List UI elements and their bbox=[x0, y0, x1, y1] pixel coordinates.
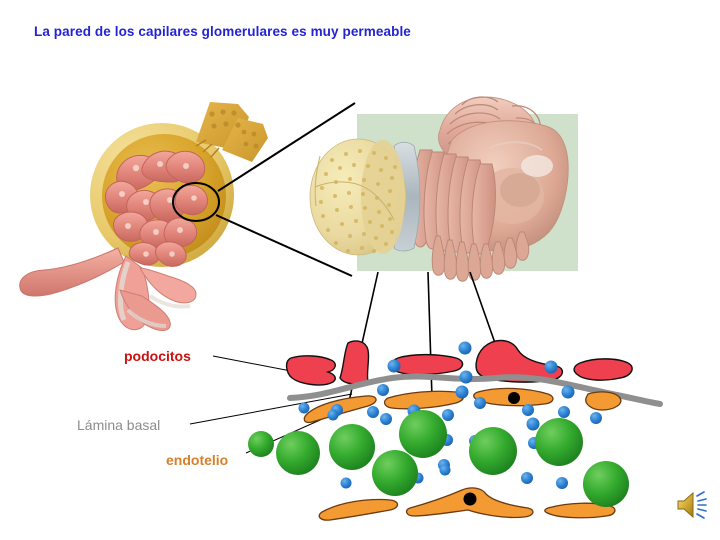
label-endotelio: endotelio bbox=[166, 452, 229, 468]
large-molecule-group bbox=[248, 410, 629, 507]
endothelium-nucleus-lower bbox=[463, 492, 477, 506]
lamina-basal-leader-line bbox=[189, 393, 353, 425]
small-molecule-group bbox=[298, 341, 602, 489]
page-title: La pared de los capilares glomerulares e… bbox=[34, 24, 411, 39]
label-lamina-basal: Lámina basal bbox=[77, 417, 161, 433]
zoom-leader-line-bottom bbox=[215, 214, 353, 277]
zoom-leader-line-top bbox=[217, 102, 356, 192]
endothelium-nucleus-upper bbox=[508, 392, 520, 404]
speaker-icon[interactable] bbox=[672, 487, 712, 523]
zoom-marker-circle bbox=[172, 182, 220, 222]
label-podocitos: podocitos bbox=[124, 348, 191, 364]
